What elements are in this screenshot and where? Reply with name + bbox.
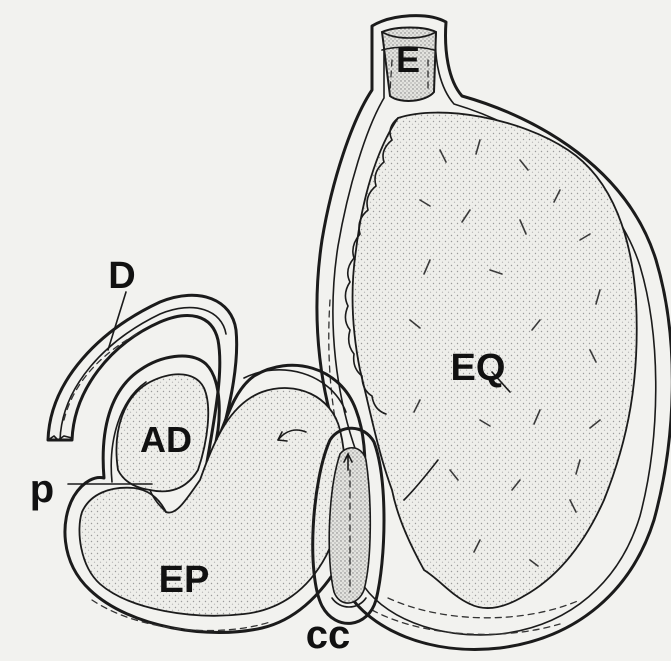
label-ad: AD [140, 419, 192, 460]
label-e: E [396, 39, 420, 80]
label-p: p [30, 467, 54, 511]
label-eq: EQ [451, 347, 506, 389]
label-ep: EP [159, 559, 210, 601]
left-pouch [65, 356, 365, 632]
label-d: D [108, 255, 135, 297]
label-cc: cc [306, 613, 351, 657]
